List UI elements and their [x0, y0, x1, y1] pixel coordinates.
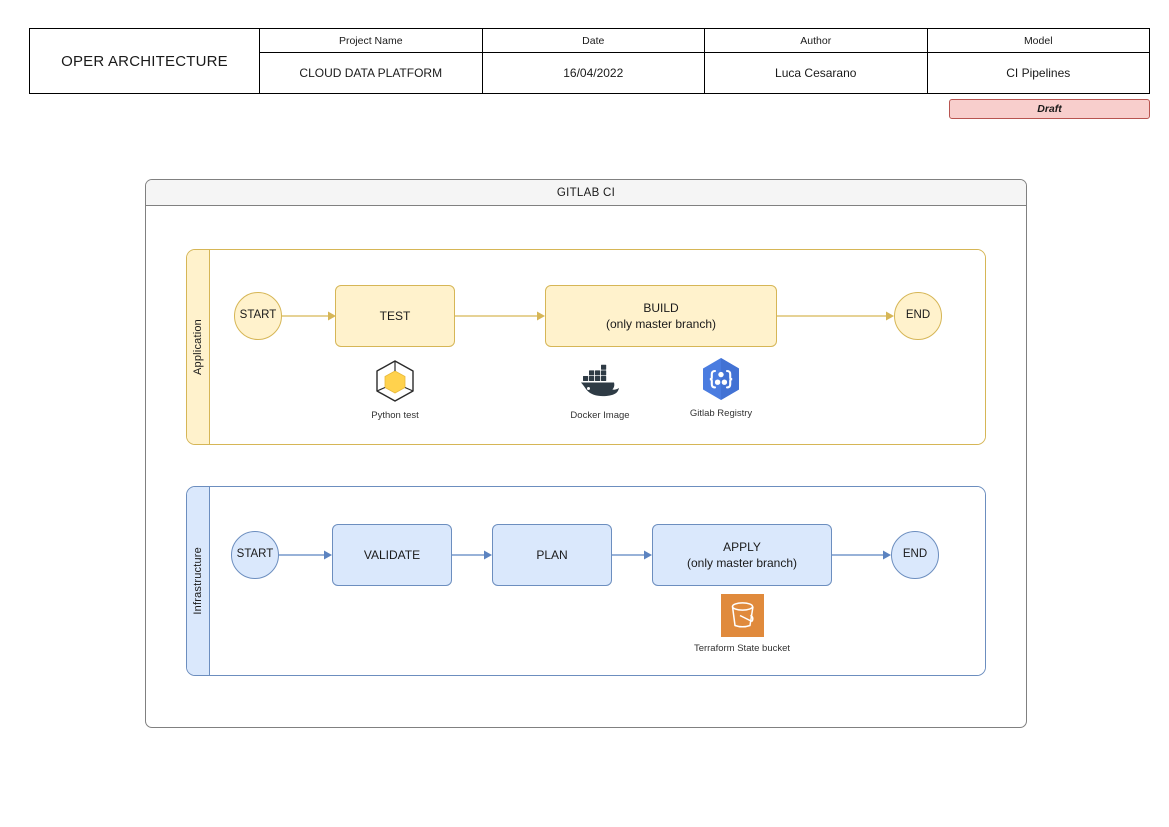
node-app-test[interactable]: TEST — [335, 285, 455, 347]
column-header-project-name: Project Name — [259, 28, 483, 53]
column-header-date: Date — [481, 28, 705, 53]
node-app-build-label: BUILD — [643, 300, 679, 315]
title-block-table: OPER ARCHITECTURE Project Name Date Auth… — [29, 28, 1150, 94]
node-app-build-sublabel: (only master branch) — [605, 317, 717, 331]
python-cube-icon — [372, 358, 418, 404]
node-infra-apply[interactable]: APPLY (only master branch) — [652, 524, 832, 586]
swimlane-infrastructure-label: Infrastructure — [192, 547, 204, 615]
arrow-app-start-to-test — [282, 308, 338, 324]
asset-python-test: Python test — [340, 358, 450, 421]
node-app-start[interactable]: START — [234, 292, 282, 340]
value-project-name: CLOUD DATA PLATFORM — [259, 52, 483, 94]
asset-gitlab-registry-caption: Gitlab Registry — [689, 408, 753, 419]
node-app-build[interactable]: BUILD (only master branch) — [545, 285, 777, 347]
asset-docker-image: Docker Image — [545, 358, 655, 421]
asset-docker-image-caption: Docker Image — [570, 410, 630, 421]
column-header-author: Author — [704, 28, 928, 53]
pool-title: GITLAB CI — [146, 180, 1026, 206]
arrow-infra-plan-to-apply — [612, 547, 654, 563]
node-infra-validate[interactable]: VALIDATE — [332, 524, 452, 586]
document-title: OPER ARCHITECTURE — [29, 28, 260, 94]
asset-terraform-state-bucket: Terraform State bucket — [687, 594, 797, 654]
node-infra-validate-label: VALIDATE — [363, 547, 421, 562]
node-app-start-label: START — [239, 309, 277, 322]
asset-gitlab-registry: Gitlab Registry — [666, 356, 776, 419]
swimlane-application-label: Application — [192, 318, 204, 375]
node-infra-start[interactable]: START — [231, 531, 279, 579]
swimlane-application-body — [210, 250, 985, 444]
status-badge: Draft — [949, 99, 1150, 119]
arrow-app-build-to-end — [777, 308, 896, 324]
asset-terraform-state-bucket-caption: Terraform State bucket — [693, 643, 791, 654]
node-infra-plan-label: PLAN — [536, 547, 568, 562]
swimlane-application: Application — [186, 249, 986, 445]
node-infra-apply-label: APPLY — [723, 539, 761, 554]
asset-python-test-caption: Python test — [371, 410, 419, 421]
swimlane-infrastructure-title: Infrastructure — [187, 487, 210, 675]
node-app-end-label: END — [905, 309, 931, 322]
s3-bucket-icon — [720, 594, 764, 637]
arrow-app-test-to-build — [455, 308, 547, 324]
column-header-model: Model — [926, 28, 1150, 53]
node-app-test-label: TEST — [379, 308, 411, 323]
swimlane-application-title: Application — [187, 250, 210, 444]
docker-whale-icon — [577, 358, 623, 404]
node-infra-plan[interactable]: PLAN — [492, 524, 612, 586]
node-infra-apply-sublabel: (only master branch) — [686, 556, 798, 570]
node-infra-end[interactable]: END — [891, 531, 939, 579]
node-app-end[interactable]: END — [894, 292, 942, 340]
value-model: CI Pipelines — [926, 52, 1150, 94]
node-infra-start-label: START — [236, 548, 274, 561]
arrow-infra-apply-to-end — [832, 547, 893, 563]
arrow-infra-start-to-validate — [279, 547, 334, 563]
arrow-infra-validate-to-plan — [452, 547, 494, 563]
node-infra-end-label: END — [902, 548, 928, 561]
value-author: Luca Cesarano — [704, 52, 928, 94]
gitlab-registry-icon — [698, 356, 744, 402]
value-date: 16/04/2022 — [481, 52, 705, 94]
